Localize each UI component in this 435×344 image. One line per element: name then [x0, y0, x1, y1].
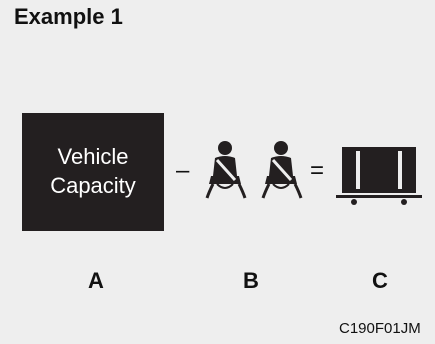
- label-a: A: [88, 268, 104, 293]
- minus-operator: –: [176, 157, 190, 184]
- capacity-box-line2: Capacity: [50, 173, 136, 198]
- example-title: Example 1: [14, 4, 123, 29]
- vehicle-capacity-box: Vehicle Capacity: [22, 113, 164, 231]
- cargo-area-icon: [336, 147, 422, 205]
- figure-code: C190F01JM: [339, 320, 421, 337]
- capacity-box-line1: Vehicle: [57, 144, 129, 170]
- label-b: B: [243, 268, 259, 293]
- seated-occupant-icon: [205, 141, 247, 199]
- label-c: C: [372, 268, 388, 293]
- equals-operator: =: [310, 157, 325, 184]
- seated-occupant-icon: [261, 141, 303, 199]
